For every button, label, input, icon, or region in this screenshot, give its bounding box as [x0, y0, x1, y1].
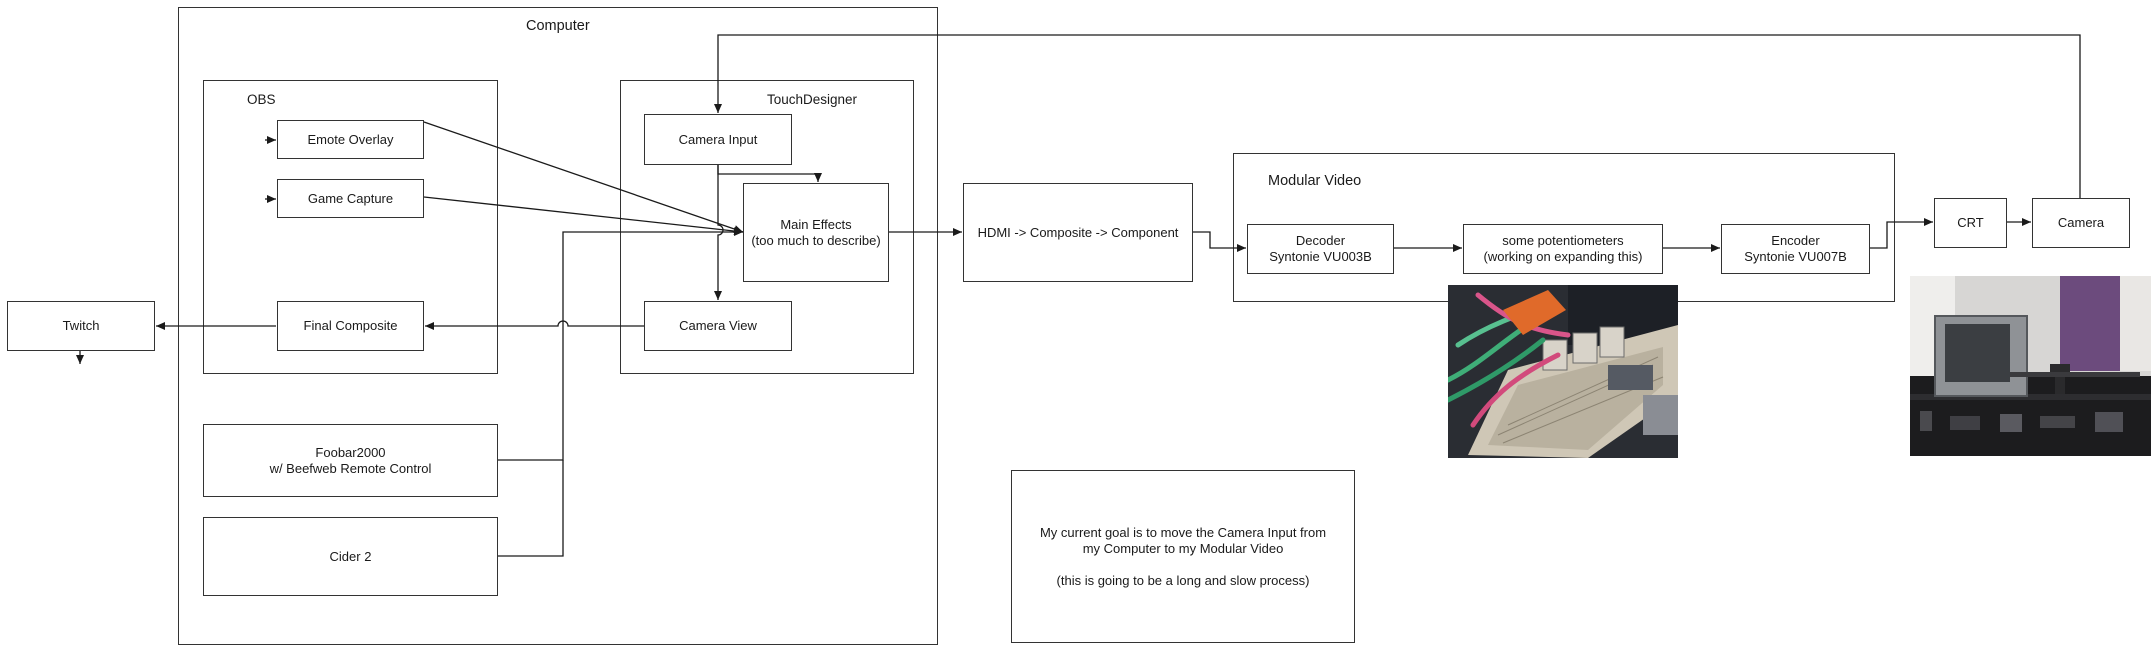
edge-input-to-effects: [717, 165, 822, 182]
main-effects-node: Main Effects (too much to describe): [743, 183, 889, 282]
decoder-node: Decoder Syntonie VU003B: [1247, 224, 1394, 274]
emote-overlay-node: Emote Overlay: [277, 120, 424, 159]
game-capture-node: Game Capture: [277, 179, 424, 218]
camera-input-node: Camera Input: [644, 114, 792, 165]
potentiometers-node: some potentiometers (working on expandin…: [1463, 224, 1663, 274]
edge-view-to-final: [425, 320, 644, 330]
crt-setup-photo: [1910, 276, 2151, 456]
cider-node: Cider 2: [203, 517, 498, 596]
encoder-node: Encoder Syntonie VU007B: [1721, 224, 1870, 274]
crt-node: CRT: [1934, 198, 2007, 248]
final-composite-node: Final Composite: [277, 301, 424, 351]
hdmi-converter-node: HDMI -> Composite -> Component: [963, 183, 1193, 282]
edge-foobar-to-effects: [498, 228, 743, 461]
edge-hdmi-to-decoder: [1192, 231, 1246, 252]
edge-camera-loop: [714, 34, 2081, 198]
edge-game-to-effects: [423, 196, 744, 235]
obs-group-title: OBS: [247, 92, 276, 107]
edge-cider-to-effects: [498, 460, 564, 557]
camera-view-node: Camera View: [644, 301, 792, 351]
computer-group-title: Computer: [526, 18, 590, 34]
foobar2000-node: Foobar2000 w/ Beefweb Remote Control: [203, 424, 498, 497]
obs-group: [203, 80, 498, 374]
touchdesigner-group: [620, 80, 914, 374]
goal-note: My current goal is to move the Camera In…: [1011, 470, 1355, 643]
camera-node: Camera: [2032, 198, 2130, 248]
touchdesigner-group-title: TouchDesigner: [767, 92, 858, 107]
edge-input-to-view: [714, 165, 724, 300]
twitch-node: Twitch: [7, 301, 155, 351]
modular-video-group-title: Modular Video: [1268, 173, 1362, 189]
breadboard-photo: [1448, 285, 1678, 458]
edge-emote-to-effects: [423, 121, 744, 233]
edge-encoder-to-crt: [1869, 218, 1933, 249]
